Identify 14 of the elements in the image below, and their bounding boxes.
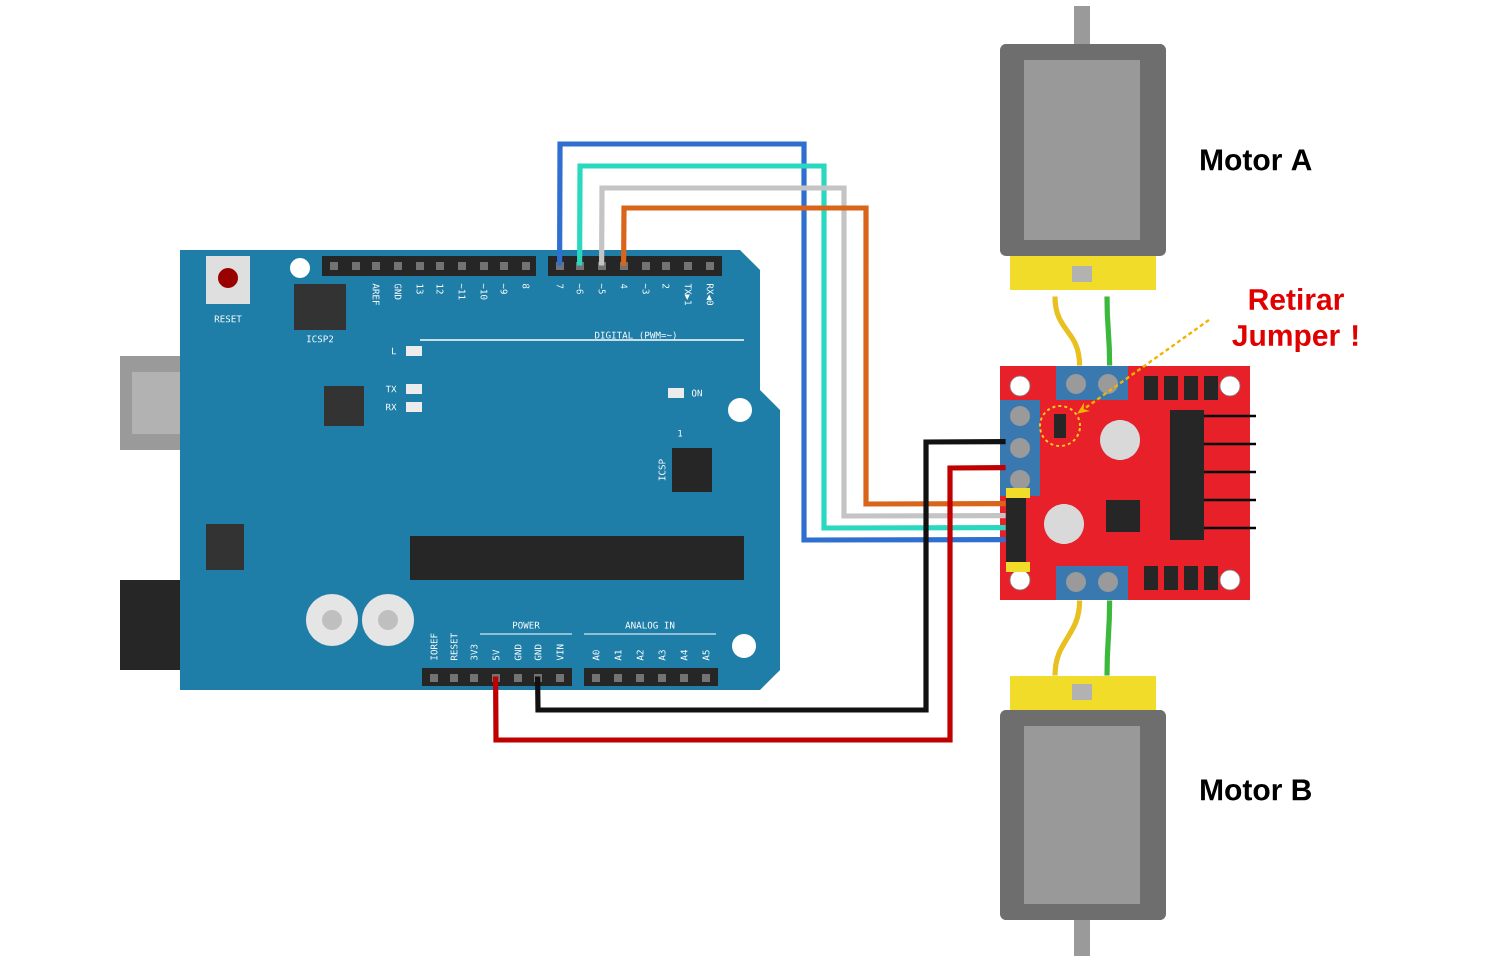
microcontroller-board-drawing [120, 250, 780, 690]
motor-driver-drawing [1000, 366, 1256, 600]
wire [1052, 600, 1083, 676]
dotted-circle [1039, 405, 1081, 447]
wire [1104, 296, 1113, 366]
motor-label: Motor A [1201, 149, 1312, 171]
wire [1104, 600, 1113, 676]
motor-drawing [1000, 676, 1166, 956]
wire [535, 439, 1006, 713]
wire [493, 465, 1006, 743]
callout-text: Retirar Jumper ! [1232, 288, 1358, 352]
wire [1052, 296, 1083, 366]
motor-label: Motor B [1201, 779, 1311, 801]
motor-drawing [1000, 6, 1166, 290]
